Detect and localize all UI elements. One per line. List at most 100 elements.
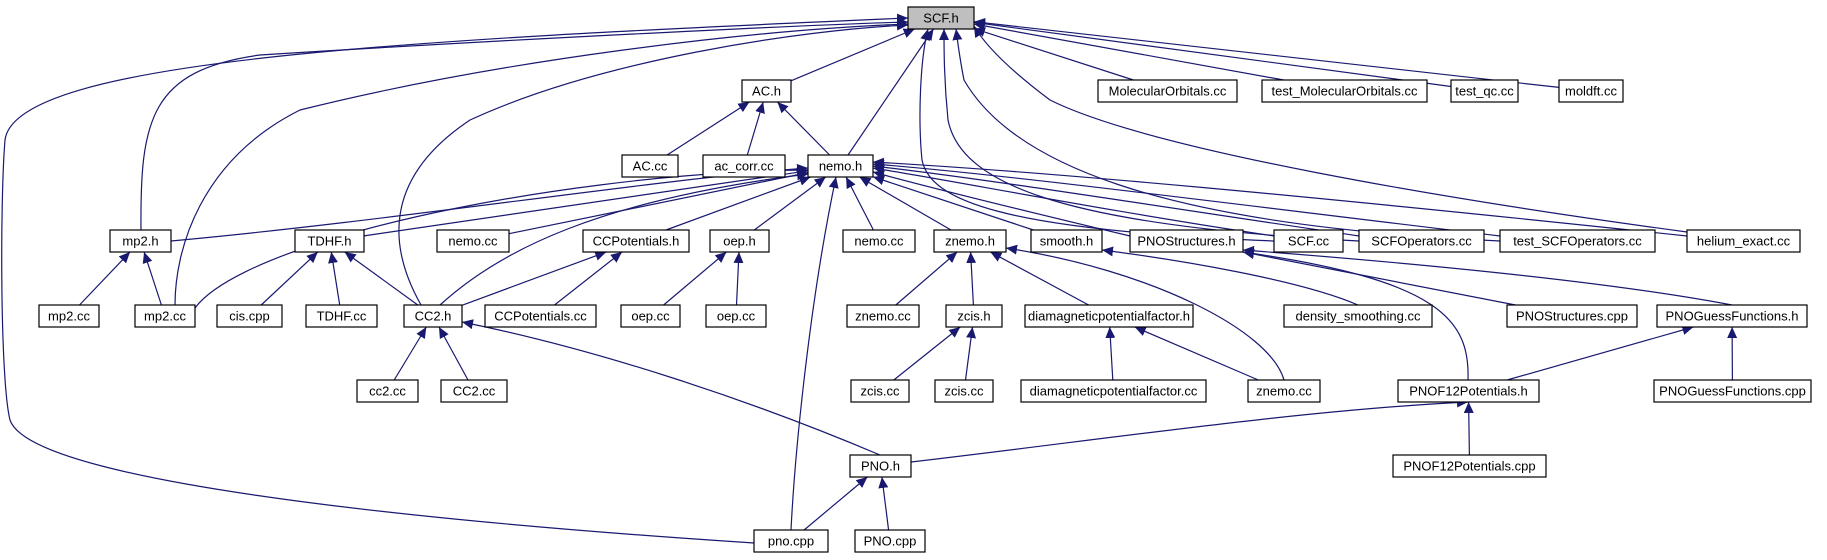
edge-oep-cc-a-to-oep-h (663, 251, 727, 306)
node-ac-cc[interactable]: AC.cc (621, 154, 679, 178)
edge-oep-cc-b-to-oep-h (733, 251, 744, 306)
edge-pno-h-to-cc2-h (461, 319, 881, 456)
edge-scf-cc-to-nemo-h (872, 164, 1275, 237)
node-diamag-h[interactable]: diamagneticpotentialfactor.h (1024, 304, 1194, 328)
node-cc2-cc-a[interactable]: cc2.cc (356, 379, 419, 403)
node-pnoguess-h[interactable]: PNOGuessFunctions.h (1656, 304, 1808, 328)
node-tdhf-cc[interactable]: TDHF.cc (305, 304, 378, 328)
edge-nemo-h-to-scf-h (847, 28, 934, 156)
node-ac-corr-cc[interactable]: ac_corr.cc (702, 154, 786, 178)
edge-cc2-h-to-ccpot-h (461, 251, 607, 306)
node-mp2-h[interactable]: mp2.h (109, 229, 172, 253)
edge-pnof12-cpp-to-pnof12-h (1463, 401, 1474, 456)
edge-pnof12-h-to-pnostruct-h (1242, 248, 1469, 381)
node-box (1020, 379, 1207, 403)
node-tdhf-h[interactable]: TDHF.h (294, 229, 365, 253)
node-cc2-h[interactable]: CC2.h (403, 304, 463, 328)
node-znemo-cc-b[interactable]: znemo.cc (1247, 379, 1321, 403)
node-label: SCF.h (923, 11, 958, 26)
node-label: pno.cpp (768, 534, 814, 549)
node-znemo-cc-a[interactable]: znemo.cc (846, 304, 920, 328)
node-box (305, 304, 378, 328)
edge-mo-cc-to-scf-h (973, 27, 1134, 81)
node-test-mo-cc[interactable]: test_MolecularOrbitals.cc (1261, 79, 1428, 103)
node-label: PNOStructures.cpp (1516, 309, 1628, 324)
node-label: mp2.h (122, 234, 158, 249)
node-cis-cpp[interactable]: cis.cpp (216, 304, 283, 328)
node-box (38, 304, 100, 328)
node-moldft-cc[interactable]: moldft.cc (1558, 79, 1624, 103)
node-pnostruct-cpp[interactable]: PNOStructures.cpp (1506, 304, 1638, 328)
node-box (702, 154, 786, 178)
node-label: TDHF.cc (317, 309, 367, 324)
node-ac-h[interactable]: AC.h (741, 79, 792, 103)
node-zcis-h[interactable]: zcis.h (945, 304, 1003, 328)
node-test-qc-cc[interactable]: test_qc.cc (1450, 79, 1519, 103)
node-label: oep.cc (631, 309, 670, 324)
node-scf-h[interactable]: SCF.h (907, 6, 975, 30)
node-nemo-h[interactable]: nemo.h (807, 154, 874, 178)
node-box (484, 304, 597, 328)
node-label: PNO.cpp (864, 534, 917, 549)
node-label: zcis.cc (945, 384, 985, 399)
node-label: mp2.cc (144, 309, 186, 324)
edge-znemo-cc-a-to-znemo-h (895, 251, 958, 306)
node-mp2-cc-a[interactable]: mp2.cc (38, 304, 100, 328)
node-box (109, 229, 172, 253)
node-pno-cpp2[interactable]: PNO.cpp (854, 529, 926, 553)
edge-pnof12-h-to-pnoguess-h (1506, 325, 1694, 381)
node-mo-cc[interactable]: MolecularOrbitals.cc (1097, 79, 1238, 103)
node-oep-cc-b[interactable]: oep.cc (705, 304, 767, 328)
edge-cc2-h-to-scf-h (398, 20, 909, 306)
node-box (1506, 304, 1638, 328)
node-oep-cc-a[interactable]: oep.cc (620, 304, 681, 328)
node-ccpot-cc[interactable]: CCPotentials.cc (484, 304, 597, 328)
edge-diamag-h-to-znemo-h (990, 251, 1089, 306)
node-label: AC.h (752, 84, 781, 99)
node-label: PNOF12Potentials.h (1409, 384, 1528, 399)
node-box (933, 229, 1007, 253)
edge-test-scfops-cc-to-scf-h (952, 28, 1501, 242)
node-smooth-h[interactable]: smooth.h (1030, 229, 1103, 253)
node-box (907, 6, 975, 30)
node-label: cc2.cc (369, 384, 406, 399)
node-pno-cpp[interactable]: pno.cpp (753, 529, 829, 553)
edge-mp2-cc-b-to-mp2-h (142, 251, 162, 306)
node-box (1656, 304, 1808, 328)
node-label: ac_corr.cc (714, 159, 774, 174)
node-label: cis.cpp (229, 309, 269, 324)
node-label: moldft.cc (1565, 84, 1618, 99)
edge-pnostruct-h-to-nemo-h (872, 170, 1131, 237)
node-density-cc[interactable]: density_smoothing.cc (1283, 304, 1433, 328)
node-pno-h[interactable]: PNO.h (849, 454, 912, 478)
node-label: PNO.h (861, 459, 900, 474)
node-nemo-cc-a[interactable]: nemo.cc (436, 229, 510, 253)
node-scf-cc[interactable]: SCF.cc (1273, 229, 1344, 253)
node-helium-cc[interactable]: helium_exact.cc (1686, 229, 1801, 253)
node-zcis-cc-b[interactable]: zcis.cc (934, 379, 994, 403)
node-pnof12-cpp[interactable]: PNOF12Potentials.cpp (1392, 454, 1547, 478)
node-pnostruct-h[interactable]: PNOStructures.h (1129, 229, 1244, 253)
node-box (1247, 379, 1321, 403)
edge-zcis-h-to-znemo-h (966, 251, 977, 306)
edge-pno-cpp2-to-pno-h (878, 476, 890, 531)
node-scfops-cc[interactable]: SCFOperators.cc (1358, 229, 1485, 253)
node-znemo-h[interactable]: znemo.h (933, 229, 1007, 253)
node-mp2-cc-b[interactable]: mp2.cc (134, 304, 196, 328)
node-box (854, 529, 926, 553)
edge-test-qc-cc-to-scf-h (973, 18, 1452, 88)
node-zcis-cc-a[interactable]: zcis.cc (850, 379, 910, 403)
node-test-scfops-cc[interactable]: test_SCFOperators.cc (1499, 229, 1656, 253)
node-pnoguess-cpp[interactable]: PNOGuessFunctions.cpp (1653, 379, 1812, 403)
node-cc2-cc-b[interactable]: CC2.cc (440, 379, 508, 403)
edge-cc2-h-to-tdhf-h (344, 251, 419, 306)
node-label: PNOGuessFunctions.h (1666, 309, 1799, 324)
node-pnof12-h[interactable]: PNOF12Potentials.h (1397, 379, 1540, 403)
node-diamag-cc[interactable]: diamagneticpotentialfactor.cc (1020, 379, 1207, 403)
node-label: CCPotentials.h (593, 234, 680, 249)
node-oep-h[interactable]: oep.h (709, 229, 770, 253)
node-nemo-cc-b[interactable]: nemo.cc (842, 229, 916, 253)
node-ccpot-h[interactable]: CCPotentials.h (582, 229, 690, 253)
node-box (1273, 229, 1344, 253)
node-box (850, 379, 910, 403)
